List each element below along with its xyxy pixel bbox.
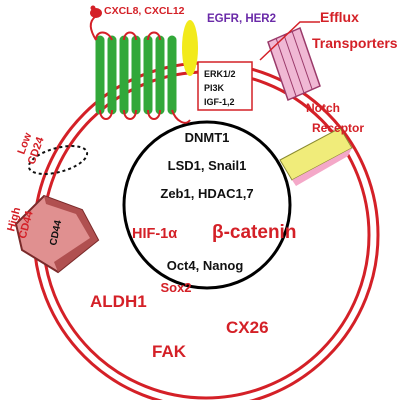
egfr-receptor-icon <box>182 20 198 76</box>
notch-receptor-icon <box>279 127 353 186</box>
cytoplasm-cx26: CX26 <box>226 318 269 337</box>
cd44-inner-label: CD44 <box>48 219 64 247</box>
nucleus-zeb1: Zeb1, HDAC1,7 <box>160 186 253 201</box>
notch-label-line1: Notch <box>306 101 340 115</box>
nucleus-sox2: Sox2 <box>160 280 191 295</box>
cd44-inner-text: CD44 <box>48 219 64 247</box>
cd44-receptor-icon <box>14 194 100 274</box>
chemokines-label: CXCL8, CXCL12 <box>104 5 185 17</box>
nucleus-beta-catenin: β-catenin <box>212 222 296 243</box>
nucleus-hif: HIF-1α <box>132 226 177 242</box>
signal-igf: IGF-1,2 <box>204 97 235 107</box>
signal-erk: ERK1/2 <box>204 69 236 79</box>
low-cd24-label: Low CD24 <box>16 131 47 166</box>
signal-box <box>197 61 253 111</box>
low-cd24-icon <box>27 145 89 175</box>
cytoplasm-aldh1: ALDH1 <box>90 292 147 311</box>
nucleus-oct4: Oct4, Nanog <box>167 258 244 273</box>
efflux-label-line2: Transporters <box>312 35 398 51</box>
nucleus-dnmt1: DNMT1 <box>185 130 230 145</box>
egfr-label: EGFR, HER2 <box>207 13 276 25</box>
efflux-transporter-icon <box>259 21 321 102</box>
nucleus-lsd1: LSD1, Snail1 <box>168 158 247 173</box>
notch-label-line2: Receptor <box>312 121 364 135</box>
chemokine-ligand-icon <box>90 5 102 18</box>
efflux-label-line1: Efflux <box>320 9 359 25</box>
chemokine-receptor <box>89 15 191 124</box>
signal-pi3k: PI3K <box>204 83 225 93</box>
cytoplasm-fak: FAK <box>152 342 187 361</box>
nucleus <box>122 120 292 290</box>
